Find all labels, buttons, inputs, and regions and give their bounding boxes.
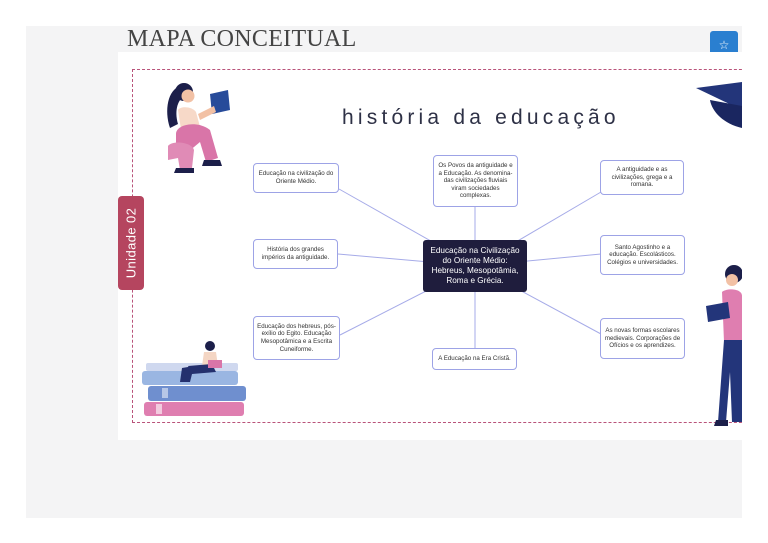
center-node: Educação na Civilização do Oriente Médio… <box>423 240 527 292</box>
node-bottom-right: As novas formas escolares medievais. Cor… <box>600 318 685 359</box>
node-mid-left: História dos grandes impérios da antigui… <box>253 239 338 269</box>
node-top-left: Educação na civilização do Oriente Médio… <box>253 163 339 193</box>
books-illustration <box>142 341 246 416</box>
graduation-cap-illustration <box>696 82 742 128</box>
page-title: MAPA CONCEITUAL <box>127 26 357 52</box>
standing-woman-illustration <box>706 265 742 426</box>
star-icon: ☆ <box>718 37 730 52</box>
node-top-right: A antiguidade e as civilizações, grega e… <box>600 160 684 195</box>
node-bottom-center: A Educação na Era Cristã. <box>432 348 517 370</box>
reading-woman-illustration <box>167 83 230 173</box>
unit-label: Unidade 02 <box>123 207 139 279</box>
node-bottom-left: Educação dos hebreus, pós-exílio do Egit… <box>253 316 340 360</box>
node-top-center: Os Povos da antiguidade e a Educação. As… <box>433 155 518 207</box>
map-heading: história da educação <box>342 106 620 129</box>
node-mid-right: Santo Agostinho e a educação. Escolástic… <box>600 235 685 275</box>
concept-map-image: Unidade 02 história da educação Educação… <box>118 52 742 440</box>
unit-tab: Unidade 02 <box>118 196 144 290</box>
